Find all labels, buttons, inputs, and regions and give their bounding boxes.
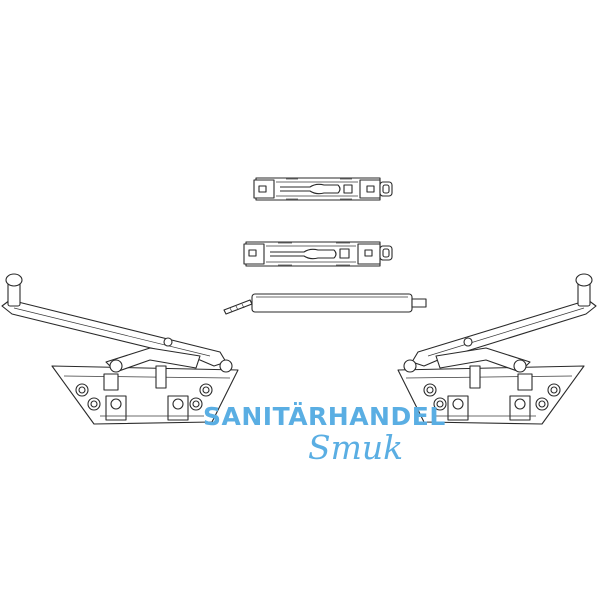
logo-line2: Smuk: [308, 428, 404, 467]
watermark-logo: SANITÄRHANDEL Smuk: [203, 403, 445, 473]
logo-line1: SANITÄRHANDEL: [203, 402, 446, 431]
left-stay-hinge: [0, 270, 240, 430]
lower-lock-bolt: [240, 236, 405, 276]
right-stay-hinge: [390, 270, 600, 430]
connecting-rod: [220, 288, 430, 318]
upper-lock-bolt: [250, 172, 415, 212]
